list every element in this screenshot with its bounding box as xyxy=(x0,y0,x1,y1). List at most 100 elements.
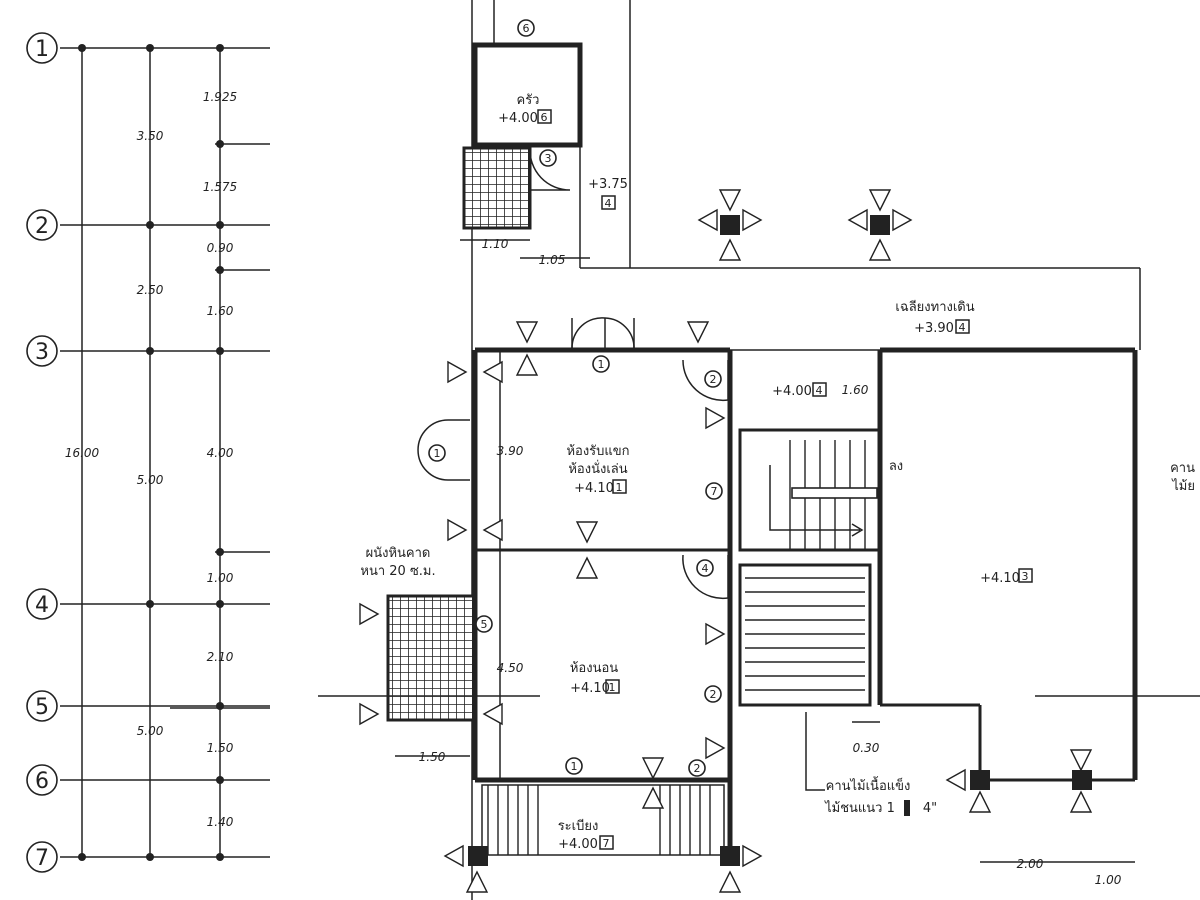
svg-text:6: 6 xyxy=(523,22,530,35)
kitchen-tile-block xyxy=(462,146,532,230)
dim-mid-3: 5.00 xyxy=(137,473,164,487)
svg-text:2: 2 xyxy=(710,688,717,701)
axis-bubble-5: 5 xyxy=(26,690,58,722)
svg-text:1: 1 xyxy=(571,760,578,773)
landing-tag: 4 xyxy=(816,384,823,397)
svg-text:4: 4 xyxy=(702,562,709,575)
svg-text:3: 3 xyxy=(545,152,552,165)
dim-right-3: 0.90 xyxy=(207,241,234,255)
dim-mid-1: 3.50 xyxy=(137,129,164,143)
bedroom-tag: 1 xyxy=(609,681,616,694)
level-375: +3.75 xyxy=(588,177,628,192)
kitchen-name: ครัว xyxy=(517,93,540,108)
dim-150: 1.50 xyxy=(419,750,446,764)
hall-level: +4.10 xyxy=(980,571,1020,586)
svg-text:7: 7 xyxy=(35,846,49,871)
dim-right-8: 1.50 xyxy=(207,741,234,755)
porch-name: ระเบียง xyxy=(558,818,599,834)
dim-mid-4: 5.00 xyxy=(137,724,164,738)
right-cut-note-1: คาน xyxy=(1170,461,1195,476)
dim-160: 1.60 xyxy=(842,383,869,397)
dim-mid-2: 2.50 xyxy=(137,283,164,297)
svg-text:2: 2 xyxy=(694,762,701,775)
door-tag: 2 xyxy=(704,685,722,703)
right-cut-note-2: ไม้ย xyxy=(1171,478,1195,494)
porch-level: +4.00 xyxy=(558,837,598,852)
tile-note-2: หนา 20 ซ.ม. xyxy=(360,564,435,579)
beam-note-2: ไม้ชนแนว 1 xyxy=(824,800,895,816)
svg-text:4: 4 xyxy=(35,593,49,618)
door-tag: 6 xyxy=(517,19,535,37)
dim-450: 4.50 xyxy=(497,661,524,675)
kitchen-level: +4.00 xyxy=(498,111,538,126)
door-tag: 1 xyxy=(592,355,610,373)
dim-200: 2.00 xyxy=(1017,857,1044,871)
axis-bubble-7: 7 xyxy=(26,841,58,873)
living-name-1: ห้องรับแขก xyxy=(566,444,629,459)
door-tag: 1 xyxy=(565,757,583,775)
dim-right-9: 1.40 xyxy=(207,815,234,829)
stair-label: ลง xyxy=(889,459,903,474)
door-tag: 2 xyxy=(704,370,722,388)
elevation-markers xyxy=(359,189,1093,893)
columns xyxy=(468,215,1092,866)
door-tag: 2 xyxy=(688,759,706,777)
dim-right-4: 1.60 xyxy=(207,304,234,318)
living-name-2: ห้องนั่งเล่น xyxy=(568,460,627,477)
svg-text:2: 2 xyxy=(710,373,717,386)
porch: ระเบียง +4.00 7 xyxy=(481,784,725,856)
corridor-name: เฉลียงทางเดิน xyxy=(895,299,974,315)
dim-right-7: 2.10 xyxy=(207,650,234,664)
dim-right-1: 1.925 xyxy=(203,90,237,104)
axis-bubble-2: 2 xyxy=(26,209,58,241)
dim-right-5: 4.00 xyxy=(207,446,234,460)
beam-note: คานไม้เนื้อแข็ง ไม้ชนแนว 1 4" xyxy=(805,712,937,816)
dim-100: 1.00 xyxy=(1095,873,1122,887)
beam-note-size: 4" xyxy=(923,801,937,816)
door-tag: 4 xyxy=(696,559,714,577)
dim-110: 1.10 xyxy=(482,237,509,251)
svg-text:2: 2 xyxy=(35,214,49,239)
axis-bubble-6: 6 xyxy=(26,764,58,796)
door-tag: 7 xyxy=(705,482,723,500)
door-tag: 1 xyxy=(428,444,446,462)
stair-corridor: ลง เฉลียงทางเดิน +3.90 4 +4.00 4 1.60 0.… xyxy=(730,299,975,755)
stone-wall-detail: ผนังหินคาด หนา 20 ซ.ม. 1.50 xyxy=(318,546,540,764)
svg-text:3: 3 xyxy=(35,340,49,365)
level-375-tag: 4 xyxy=(605,197,612,210)
axis-bubble-3: 3 xyxy=(26,335,58,367)
dim-390: 3.90 xyxy=(497,444,524,458)
svg-text:1: 1 xyxy=(35,37,49,62)
door-tags: 1 2 3 4 5 6 7 2 1 2 1 xyxy=(428,19,723,777)
tile-note-1: ผนังหินคาด xyxy=(366,546,431,561)
dim-right-2: 1.575 xyxy=(203,180,237,194)
main-house: ห้องรับแขก ห้องนั่งเล่น +4.10 1 3.90 ห้อ… xyxy=(417,317,733,860)
axis-bubble-4: 4 xyxy=(26,588,58,620)
bedroom-level: +4.10 xyxy=(570,681,610,696)
axis-bubble-1: 1 xyxy=(26,32,58,64)
svg-text:1: 1 xyxy=(598,358,605,371)
svg-text:7: 7 xyxy=(711,485,718,498)
living-tag: 1 xyxy=(616,481,623,494)
dim-030: 0.30 xyxy=(853,741,880,755)
bedroom-name: ห้องนอน xyxy=(570,661,618,676)
svg-text:5: 5 xyxy=(35,695,49,720)
kitchen-tag: 6 xyxy=(541,111,548,124)
hall-tag: 3 xyxy=(1022,570,1029,583)
dim-total: 16.00 xyxy=(65,446,100,460)
svg-text:5: 5 xyxy=(481,618,488,631)
beam-note-1: คานไม้เนื้อแข็ง xyxy=(826,776,911,794)
corridor-level: +3.90 xyxy=(914,321,954,336)
svg-text:1: 1 xyxy=(434,447,441,460)
grid-dimension-column: 1 2 3 4 5 6 7 16.00 3.50 2.50 5.00 5.00 … xyxy=(26,32,270,873)
landing-level: +4.00 xyxy=(772,384,812,399)
dim-105: 1.05 xyxy=(539,253,566,267)
door-tag: 3 xyxy=(539,149,557,167)
kitchen-annex: ครัว +4.00 6 +3.75 4 1.10 1.05 xyxy=(460,0,1141,900)
right-hall: +4.10 3 คาน ไม้ย 2.00 1.00 xyxy=(877,347,1200,887)
door-tag: 5 xyxy=(475,615,493,633)
corridor-tag: 4 xyxy=(959,321,966,334)
dim-right-6: 1.00 xyxy=(207,571,234,585)
living-level: +4.10 xyxy=(574,481,614,496)
